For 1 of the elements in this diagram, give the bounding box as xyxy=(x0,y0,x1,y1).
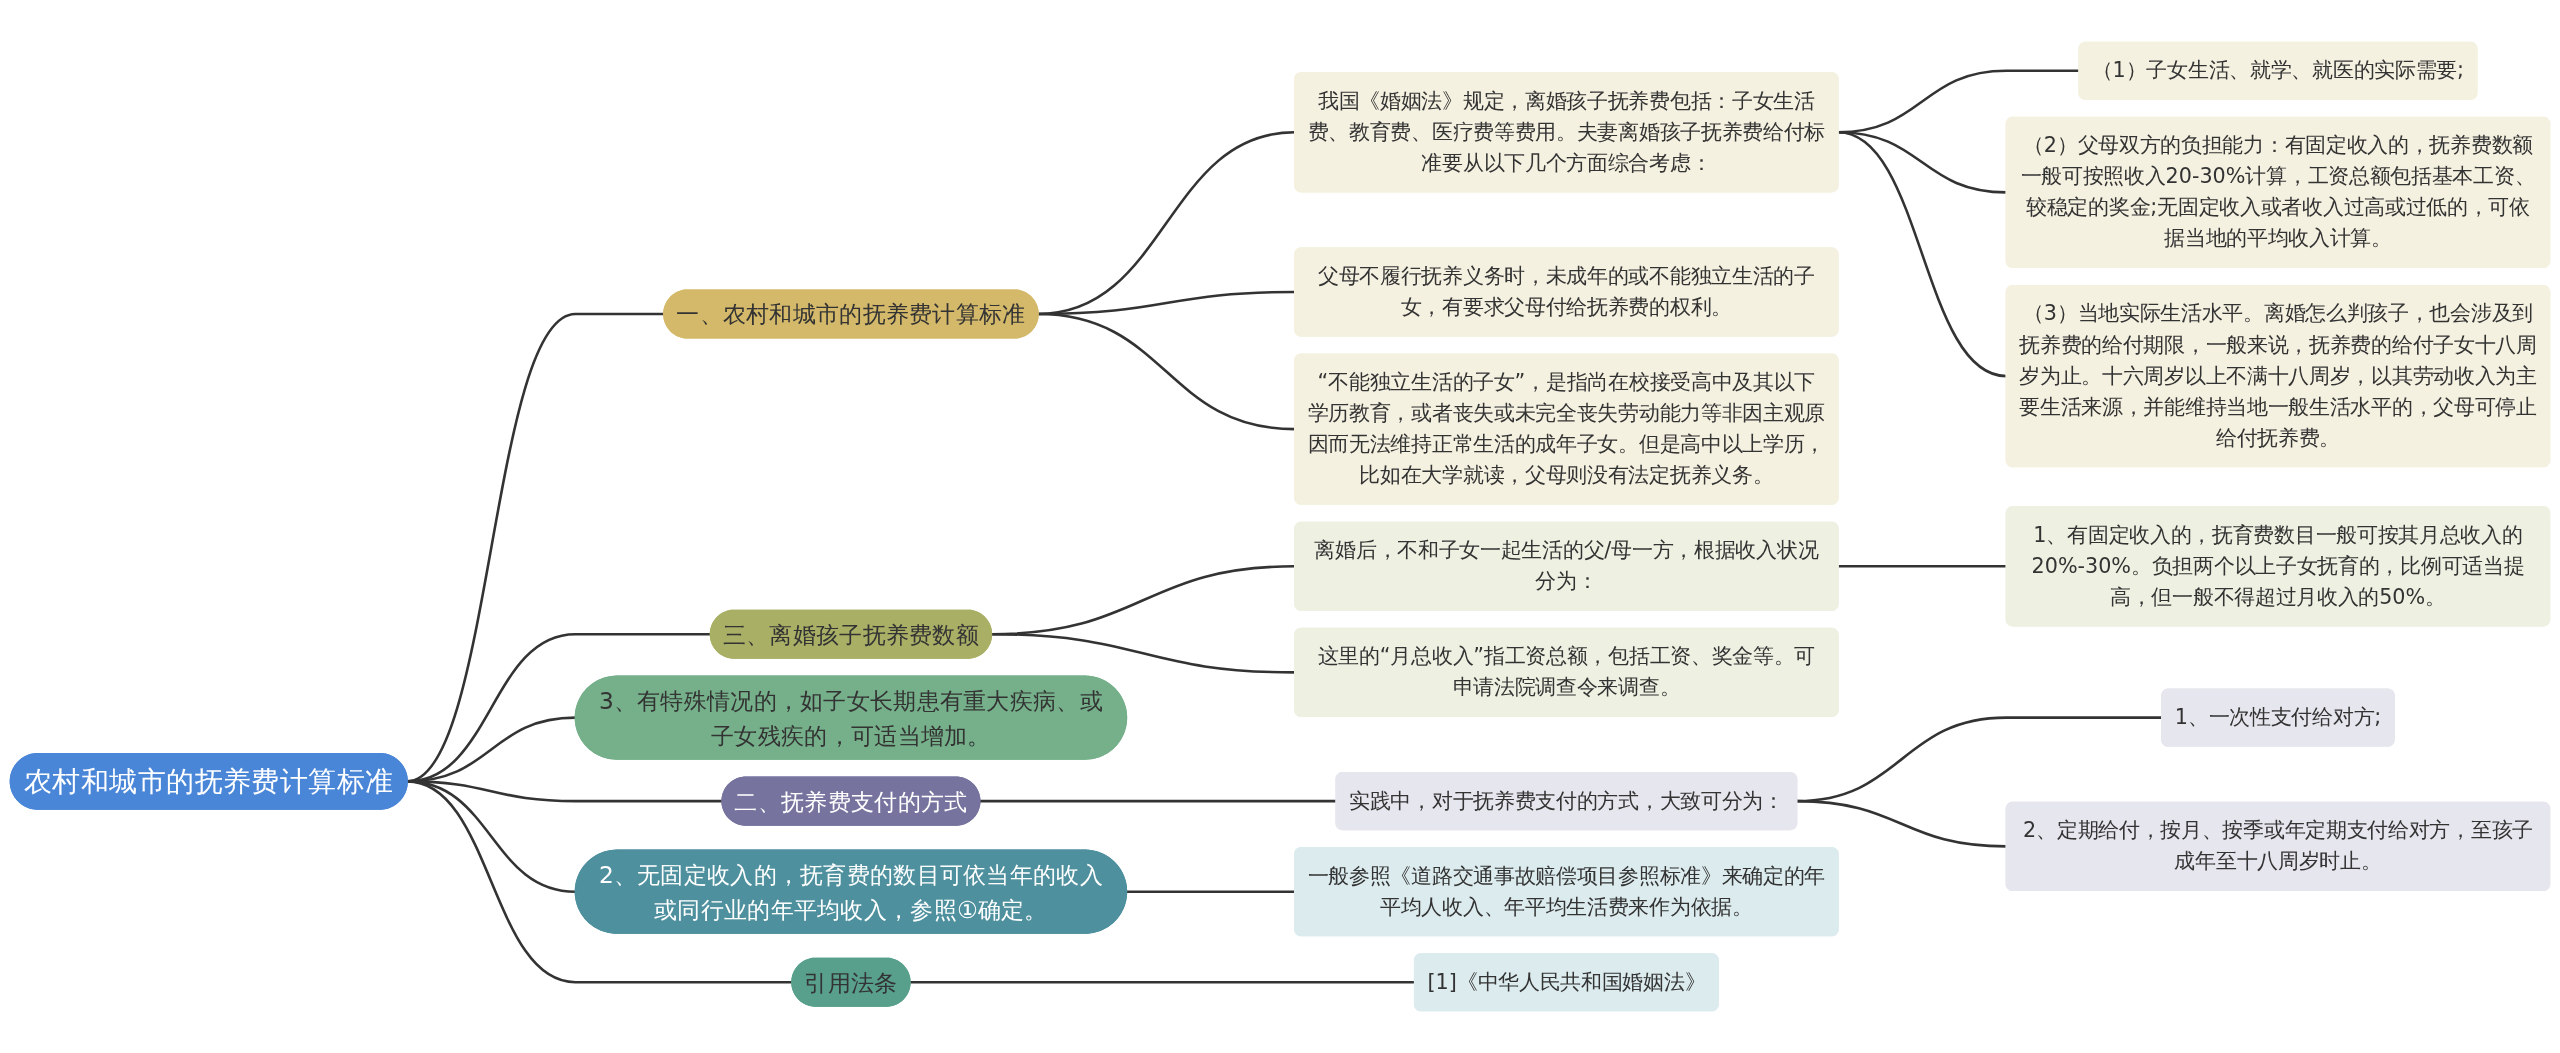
connector xyxy=(406,780,792,984)
